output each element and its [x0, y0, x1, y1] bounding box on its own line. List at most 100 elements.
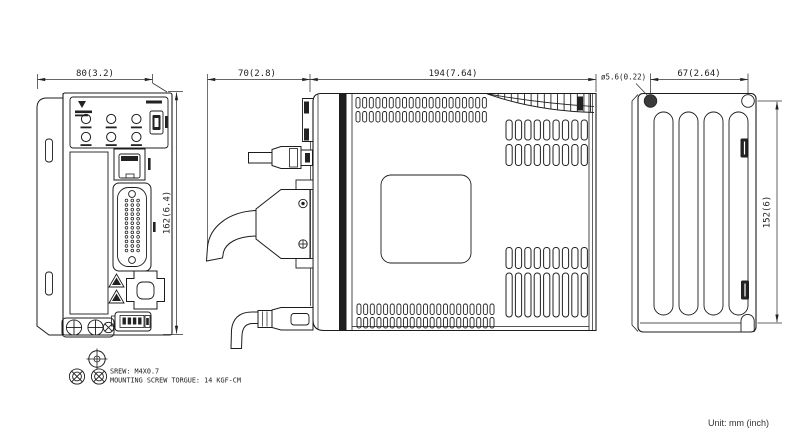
back-view-drawing	[631, 92, 757, 333]
vent-slot-small	[415, 111, 421, 123]
panel-button	[106, 131, 117, 143]
dimension-hole-diameter: ø5.6(0.22)	[601, 73, 648, 96]
back-vent-slot	[653, 111, 674, 316]
panel-button	[80, 131, 92, 143]
vent-slot-small	[429, 317, 435, 329]
vent-slot-tall	[571, 272, 579, 318]
vent-slot-large	[524, 119, 532, 141]
vent-slot-small	[362, 111, 368, 123]
vent-slot-small	[475, 111, 481, 123]
vent-slot-small	[383, 303, 389, 315]
vent-slot-small	[429, 303, 435, 315]
button-label-mark	[105, 144, 117, 146]
cn1-pin	[130, 216, 135, 221]
vent-slot-small	[409, 303, 415, 315]
dim-text-back-height: 152(6)	[763, 196, 773, 229]
cn1-pin	[136, 230, 140, 235]
button-label-mark	[80, 144, 92, 146]
cn1-pin	[136, 235, 140, 239]
panel-button	[131, 113, 142, 125]
vent-slot-small	[428, 111, 434, 123]
mounting-hook	[302, 98, 313, 142]
front-left-flange	[36, 97, 64, 336]
cn1-pin	[136, 212, 140, 216]
cn1-dsub-connector	[112, 182, 152, 272]
mounting-screw-icon	[68, 368, 86, 385]
dim-text-cable-clearance: 70(2.8)	[238, 69, 276, 79]
cn1-pin	[124, 216, 129, 221]
vent-slot-small	[489, 317, 495, 329]
vent-slot-large	[561, 247, 570, 269]
vent-slot-large	[552, 144, 560, 166]
heatsink-slot-mark	[577, 96, 583, 111]
vent-slot-small	[482, 303, 488, 315]
vent-slot-small	[448, 111, 454, 123]
vent-slot-small	[436, 317, 442, 329]
vent-slot-small	[436, 303, 442, 315]
screw-note-line1: SREW: M4X0.7	[110, 368, 159, 376]
vent-slot-large	[571, 247, 579, 269]
back-side-return	[631, 94, 639, 332]
cn1-pin-grid	[136, 198, 140, 253]
earth-screw-icon	[86, 348, 108, 370]
cn1-screw-bottom	[128, 256, 136, 264]
cn2-inner	[136, 281, 155, 300]
vent-slot-small	[388, 111, 394, 123]
vent-slot-small	[449, 317, 455, 329]
warning-triangle-glyph	[112, 277, 121, 285]
vent-slot-small	[389, 303, 395, 315]
cn1-pin	[130, 230, 135, 235]
vent-slot-small	[422, 111, 427, 123]
cn1-pin	[136, 244, 140, 248]
vent-slot-tall	[580, 272, 588, 318]
vent-slot-small	[355, 111, 361, 123]
dimension-front-width: 80(3.2)	[37, 69, 168, 93]
vent-slot-small	[408, 97, 414, 109]
usb-port	[149, 110, 164, 135]
vent-slot-small	[383, 317, 389, 329]
cn4-pin	[138, 317, 142, 325]
delta-logo-icon	[78, 101, 86, 108]
vent-slot-small	[408, 111, 414, 123]
vent-slot-large	[533, 119, 541, 141]
vent-slot-large	[580, 144, 588, 166]
vent-slot-small	[382, 97, 388, 109]
vent-slot-small	[389, 317, 395, 329]
unit-note: Unit: mm (inch)	[708, 418, 769, 428]
vent-slot-large	[533, 144, 541, 166]
vent-slot-small	[382, 111, 388, 123]
cn1-pin	[124, 198, 129, 203]
vent-slot-small	[441, 111, 447, 123]
hood-screw-bottom	[298, 239, 308, 249]
vent-slot-small	[476, 303, 482, 315]
vent-slot-small	[442, 303, 448, 315]
usb-label-mark	[165, 116, 168, 128]
cn1-pin	[124, 248, 129, 253]
hook-clip-mark	[304, 128, 309, 141]
cn1-pin	[124, 244, 129, 248]
bottom-plug-cable	[230, 311, 259, 349]
vent-slot-tall	[543, 272, 551, 318]
vent-slot-tall	[561, 272, 570, 318]
vent-slot-large	[505, 119, 513, 141]
vent-slot-small	[442, 317, 448, 329]
small-screw-symbol	[102, 321, 115, 334]
hood-ear-bottom	[295, 258, 314, 269]
model-text-mark	[146, 100, 162, 104]
vent-slot-small	[402, 111, 407, 123]
vent-slot-small	[449, 303, 455, 315]
vent-slot-large	[543, 144, 551, 166]
cn1-pin-grid	[124, 198, 129, 253]
heatsink-curve-mid	[486, 93, 595, 107]
back-vent-slot	[678, 111, 699, 316]
cn1-pin	[130, 198, 135, 203]
front-body	[62, 92, 173, 336]
warning-triangle-glyph	[112, 293, 121, 301]
vent-slot-small	[368, 97, 374, 109]
vent-slot-small	[468, 97, 474, 109]
cn1-pin	[130, 221, 135, 225]
cn4-inner	[119, 315, 145, 328]
mounting-hole-right	[741, 94, 755, 108]
